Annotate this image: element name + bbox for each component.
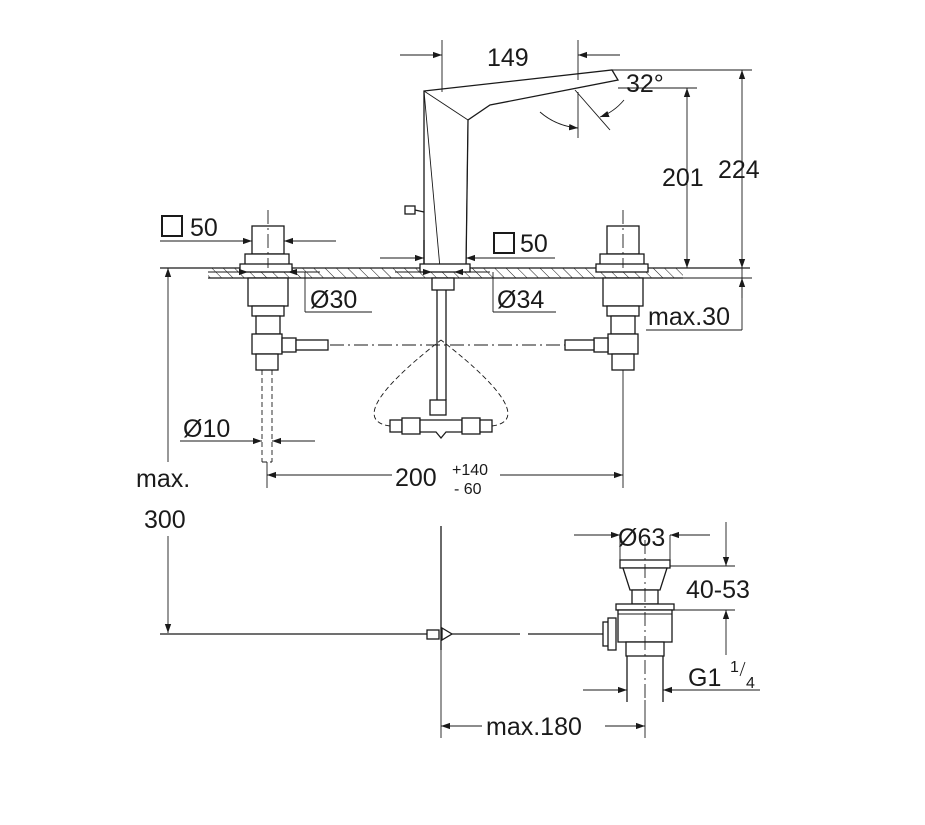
drain-body [602, 559, 675, 702]
waste-diameter-label: Ø63 [618, 524, 665, 552]
spread-label: 200 [395, 464, 437, 492]
spout-shank [419, 263, 471, 416]
spout-height-label: 201 [662, 164, 704, 192]
total-height-label: 224 [718, 156, 760, 184]
spout-square-label: 50 [520, 230, 548, 258]
popup-rod [160, 526, 604, 650]
left-valve [239, 225, 329, 463]
below-deck-label-line1: max. [136, 465, 190, 493]
spout-angle-label: 32° [626, 70, 664, 98]
waste-height-label: 40-53 [686, 576, 750, 604]
handle-square-label: 50 [190, 214, 218, 242]
waste-thread-numerator: 1 [730, 659, 739, 676]
deck-thickness-label: max.30 [648, 303, 730, 331]
waste-reach-label: max.180 [486, 713, 582, 741]
mixing-tee [389, 417, 493, 440]
spout-body [404, 69, 620, 269]
spout-reach-label: 149 [487, 44, 529, 72]
waste-thread-label: G1 [688, 664, 721, 692]
handle-hole-label: Ø30 [310, 286, 357, 314]
spread-tolerance-plus: +140 [452, 462, 488, 479]
waste-thread-denominator: 4 [746, 675, 755, 692]
spout-hole-label: Ø34 [497, 286, 544, 314]
right-valve [564, 225, 649, 371]
below-deck-label-line2: 300 [144, 506, 186, 534]
hose-diameter-label: Ø10 [183, 415, 230, 443]
spread-tolerance-minus: - 60 [454, 481, 482, 498]
